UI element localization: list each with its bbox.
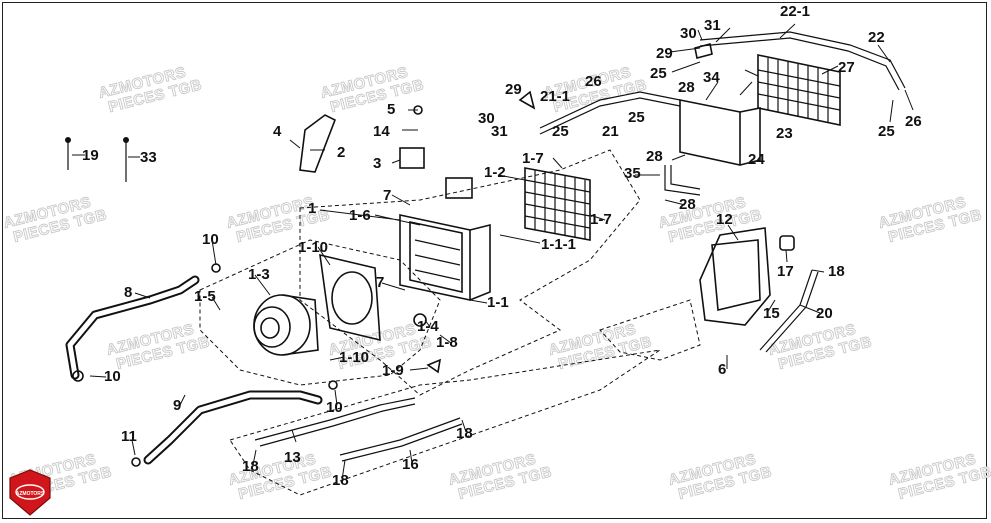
upper-radiator-assembly [679,54,841,166]
assembly-outline-radiator [299,149,641,396]
callout-label: 21 [602,123,619,140]
radiator-grille [524,167,591,241]
callout-label: 15 [763,305,780,322]
callout-label: 18 [828,263,845,280]
callout-label: 18 [242,458,259,475]
hardware [65,43,713,467]
callout-label: 18 [456,425,473,442]
callout-label: 1-7 [590,211,612,228]
callout-label: 2 [337,144,345,161]
callout-label: 29 [656,45,673,62]
callout-label: 1-8 [436,334,458,351]
callout-label: 4 [273,123,282,140]
callout-label: 29 [505,81,522,98]
assembly-outline-reservoir [599,299,701,361]
callout-label: 31 [491,123,508,140]
logo-text: AZMOTORS [16,491,45,497]
callout-label: 1-10 [298,239,328,256]
callout-label: 31 [704,17,721,34]
callout-label: 14 [373,123,390,140]
callout-label: 1-1-1 [541,236,576,253]
callout-label: 28 [646,148,663,165]
callout-label: 35 [624,165,641,182]
callout-label: 5 [387,101,395,118]
callout-label: 26 [585,73,602,90]
callout-label: 22-1 [780,3,810,20]
leader-lines [72,23,914,481]
brand-logo: AZMOTORS [9,469,51,516]
callout-label: 1 [308,200,316,217]
callout-label: 7 [376,274,384,291]
callout-label: 6 [718,361,726,378]
callout-label: 25 [552,123,569,140]
callout-label: 10 [104,368,121,385]
coolant-reservoir [699,227,795,326]
fan-motor [253,294,319,356]
callout-label: 13 [284,449,301,466]
callout-labels: 22-1 22 30 31 29 25 34 28 27 26 25 23 29… [82,3,922,489]
callout-label: 28 [678,79,695,96]
callout-label: 25 [878,123,895,140]
callout-label: 8 [124,284,132,301]
assembly-outline-hoses [229,349,661,496]
callout-label: 16 [402,456,419,473]
callout-label: 1-7 [522,150,544,167]
callout-label: 21-1 [540,88,570,105]
callout-label: 7 [383,187,391,204]
callout-label: 22 [868,29,885,46]
callout-label: 20 [816,305,833,322]
callout-label: 1-10 [339,349,369,366]
callout-label: 28 [679,196,696,213]
callout-label: 1-6 [349,207,371,224]
callout-label: 12 [716,211,733,228]
callout-label: 23 [776,125,793,142]
callout-label: 1-9 [382,362,404,379]
callout-label: 10 [326,399,343,416]
hoses [65,31,906,465]
callout-label: 25 [628,109,645,126]
callout-label: 24 [748,151,765,168]
callout-label: 11 [121,428,137,445]
callout-label: 1-3 [248,266,270,283]
assembly-outline-fan [199,239,441,386]
callout-label: 26 [905,113,922,130]
callout-label: 1-5 [194,288,216,305]
callout-label: 10 [202,231,219,248]
callout-label: 1-4 [417,318,439,335]
callout-label: 1-1 [487,294,509,311]
callout-label: 30 [478,110,495,127]
callout-label: 27 [838,59,855,76]
callout-label: 1-2 [484,164,506,181]
fan-shroud [319,253,381,342]
callout-label: 25 [650,65,667,82]
callout-label: 3 [373,155,381,172]
callout-label: 18 [332,472,349,489]
callout-label: 34 [703,69,720,86]
callout-label: 9 [173,397,181,414]
callout-label: 17 [777,263,794,280]
callout-label: 19 [82,147,99,164]
callout-label: 33 [140,149,157,166]
radiator [399,214,491,301]
callout-label: 30 [680,25,697,42]
